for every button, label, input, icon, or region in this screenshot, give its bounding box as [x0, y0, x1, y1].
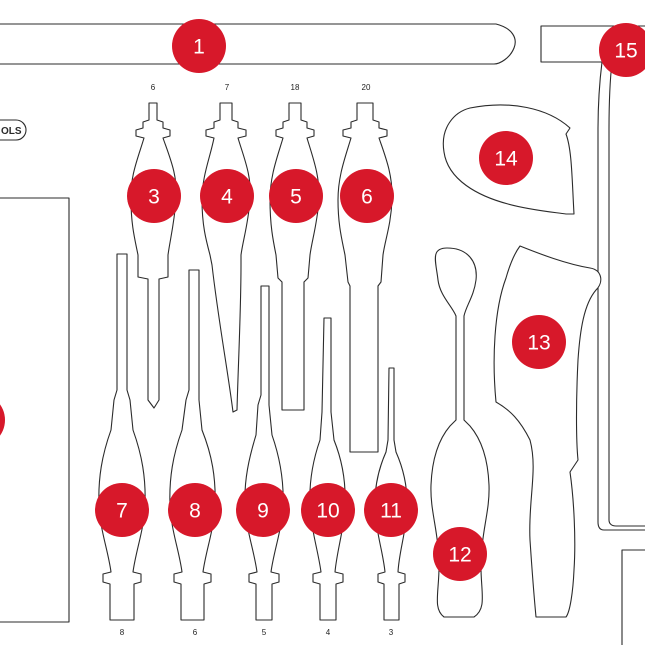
slot-13-outline: [493, 245, 602, 618]
slot-12-outline: [430, 247, 490, 618]
badge-8-label: 8: [189, 500, 201, 523]
badge-15: 15: [599, 23, 645, 77]
badge-7-label: 7: [116, 500, 128, 523]
logo-text: OLS: [1, 126, 22, 137]
screwdriver-slot-5-outline: [269, 102, 320, 411]
screwdriver-slot-9-outline: [244, 285, 284, 621]
logo-frame: [0, 119, 27, 141]
badge-3-label: 3: [148, 186, 160, 209]
badge-13-label: 13: [527, 332, 550, 355]
badge-7: 7: [95, 483, 149, 537]
slot-2-outline: [0, 197, 70, 623]
badge-9-label: 9: [257, 500, 269, 523]
badge-2: 2: [0, 404, 5, 436]
badge-6: 6: [340, 169, 394, 223]
size-label-3: 6: [151, 83, 156, 92]
screwdriver-slot-8-outline: [169, 269, 216, 621]
badge-8: 8: [168, 483, 222, 537]
badge-1-label: 1: [193, 36, 205, 59]
badge-12: 12: [433, 527, 487, 581]
size-label-11: 3: [389, 628, 394, 637]
size-label-10: 4: [326, 628, 331, 637]
size-label-8: 6: [193, 628, 198, 637]
bottom-right-slot-outline: [621, 549, 645, 645]
badge-9: 9: [236, 483, 290, 537]
screwdriver-slot-4-outline: [201, 102, 251, 413]
size-label-9: 5: [262, 628, 267, 637]
size-label-7: 8: [120, 628, 125, 637]
screwdriver-slot-10-outline: [309, 317, 346, 621]
slot-15-outline: [540, 25, 645, 531]
screwdriver-slot-7-outline: [98, 253, 146, 621]
size-label-4: 7: [225, 83, 230, 92]
badge-11: 11: [364, 483, 418, 537]
badge-11-label: 11: [380, 500, 402, 523]
badge-4: 4: [200, 169, 254, 223]
badge-14: 14: [479, 131, 533, 185]
badge-4-label: 4: [221, 186, 233, 209]
badge-15-label: 15: [614, 40, 637, 63]
badge-5-label: 5: [290, 186, 302, 209]
badge-12-label: 12: [448, 544, 471, 567]
badge-14-label: 14: [494, 148, 518, 171]
badge-10-label: 10: [316, 500, 339, 523]
badge-6-label: 6: [361, 186, 373, 209]
badge-10: 10: [301, 483, 355, 537]
size-label-6: 20: [362, 83, 371, 92]
screwdriver-slot-6-outline: [337, 102, 393, 453]
badge-3: 3: [127, 169, 181, 223]
badge-1: 1: [172, 19, 226, 73]
badge-5: 5: [269, 169, 323, 223]
slot-1-outline: [0, 23, 516, 65]
badge-13: 13: [512, 315, 566, 369]
size-label-5: 18: [291, 83, 300, 92]
screwdriver-slot-3-outline: [130, 102, 177, 409]
